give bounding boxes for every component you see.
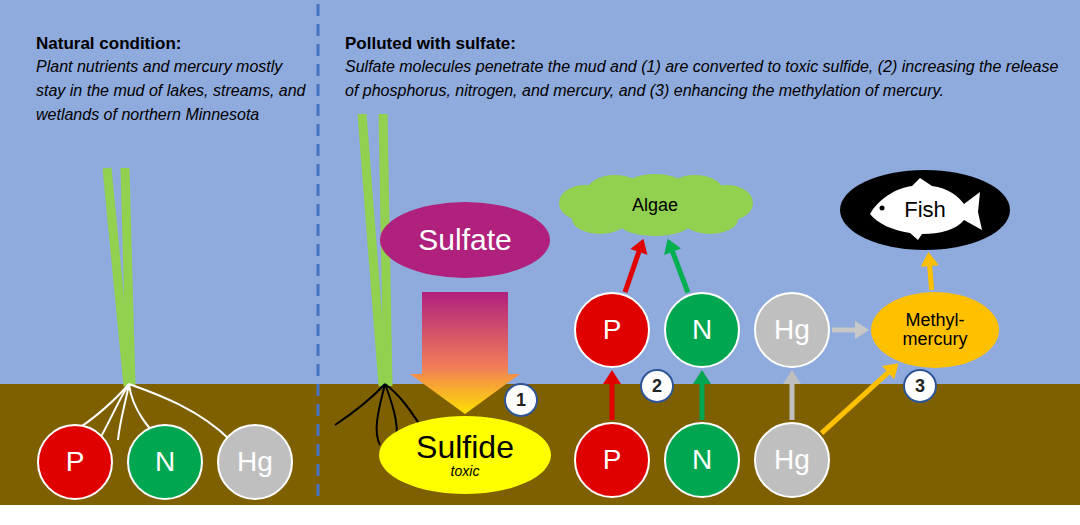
methylmercury-ellipse: Methyl- mercury [871, 292, 999, 368]
node-label: Sulfide [416, 431, 514, 465]
node-label: P [66, 447, 85, 476]
node-label: Sulfate [418, 224, 511, 256]
mercury-circle: Hg [754, 292, 830, 368]
release-arrow [832, 321, 869, 339]
release-arrow [664, 239, 688, 293]
node-label: P [603, 315, 622, 344]
node-label: Hg [237, 447, 273, 476]
water-background [0, 0, 1080, 505]
mercury-circle: Hg [217, 424, 293, 500]
panel-heading: Polluted with sulfate: [345, 32, 1060, 56]
node-label: N [155, 447, 175, 476]
panel-description: Plant nutrients and mercury mostly stay … [36, 55, 308, 127]
release-arrow [783, 370, 801, 420]
release-arrow [693, 370, 711, 420]
node-label: Algae [632, 196, 678, 215]
mercury-circle: Hg [754, 422, 830, 498]
node-label: Fish [904, 198, 946, 221]
node-label: P [603, 445, 622, 474]
node-label: 1 [516, 391, 526, 410]
node-label: N [692, 315, 712, 344]
sulfide-ellipse: Sulfidetoxic [379, 416, 551, 494]
node-label: Hg [774, 315, 810, 344]
callout-number: 1 [504, 383, 538, 417]
node-label: N [692, 445, 712, 474]
fish-ellipse: Fish [840, 170, 1010, 250]
panel-heading: Natural condition: [36, 32, 306, 56]
plant-left [107, 168, 131, 386]
phosphorus-circle: P [574, 422, 650, 498]
phosphorus-circle: P [574, 292, 650, 368]
release-arrow [603, 370, 621, 420]
node-label: 3 [915, 377, 925, 396]
divider-line [317, 4, 320, 503]
panel-description: Sulfate molecules penetrate the mud and … [345, 55, 1063, 103]
node-sublabel: toxic [451, 464, 480, 479]
release-arrow [921, 252, 939, 290]
phosphorus-circle: P [37, 424, 113, 500]
callout-number: 2 [640, 369, 674, 403]
callout-number: 3 [903, 369, 937, 403]
node-label: Methyl- mercury [893, 311, 977, 349]
nitrogen-circle: N [127, 424, 203, 500]
release-arrow [625, 239, 647, 292]
release-arrow [822, 363, 899, 433]
nitrogen-circle: N [664, 292, 740, 368]
node-label: Hg [774, 445, 810, 474]
sulfate-ellipse: Sulfate [380, 202, 550, 278]
algae-cloud: Algae [555, 173, 755, 237]
nitrogen-circle: N [664, 422, 740, 498]
node-label: 2 [652, 377, 662, 396]
